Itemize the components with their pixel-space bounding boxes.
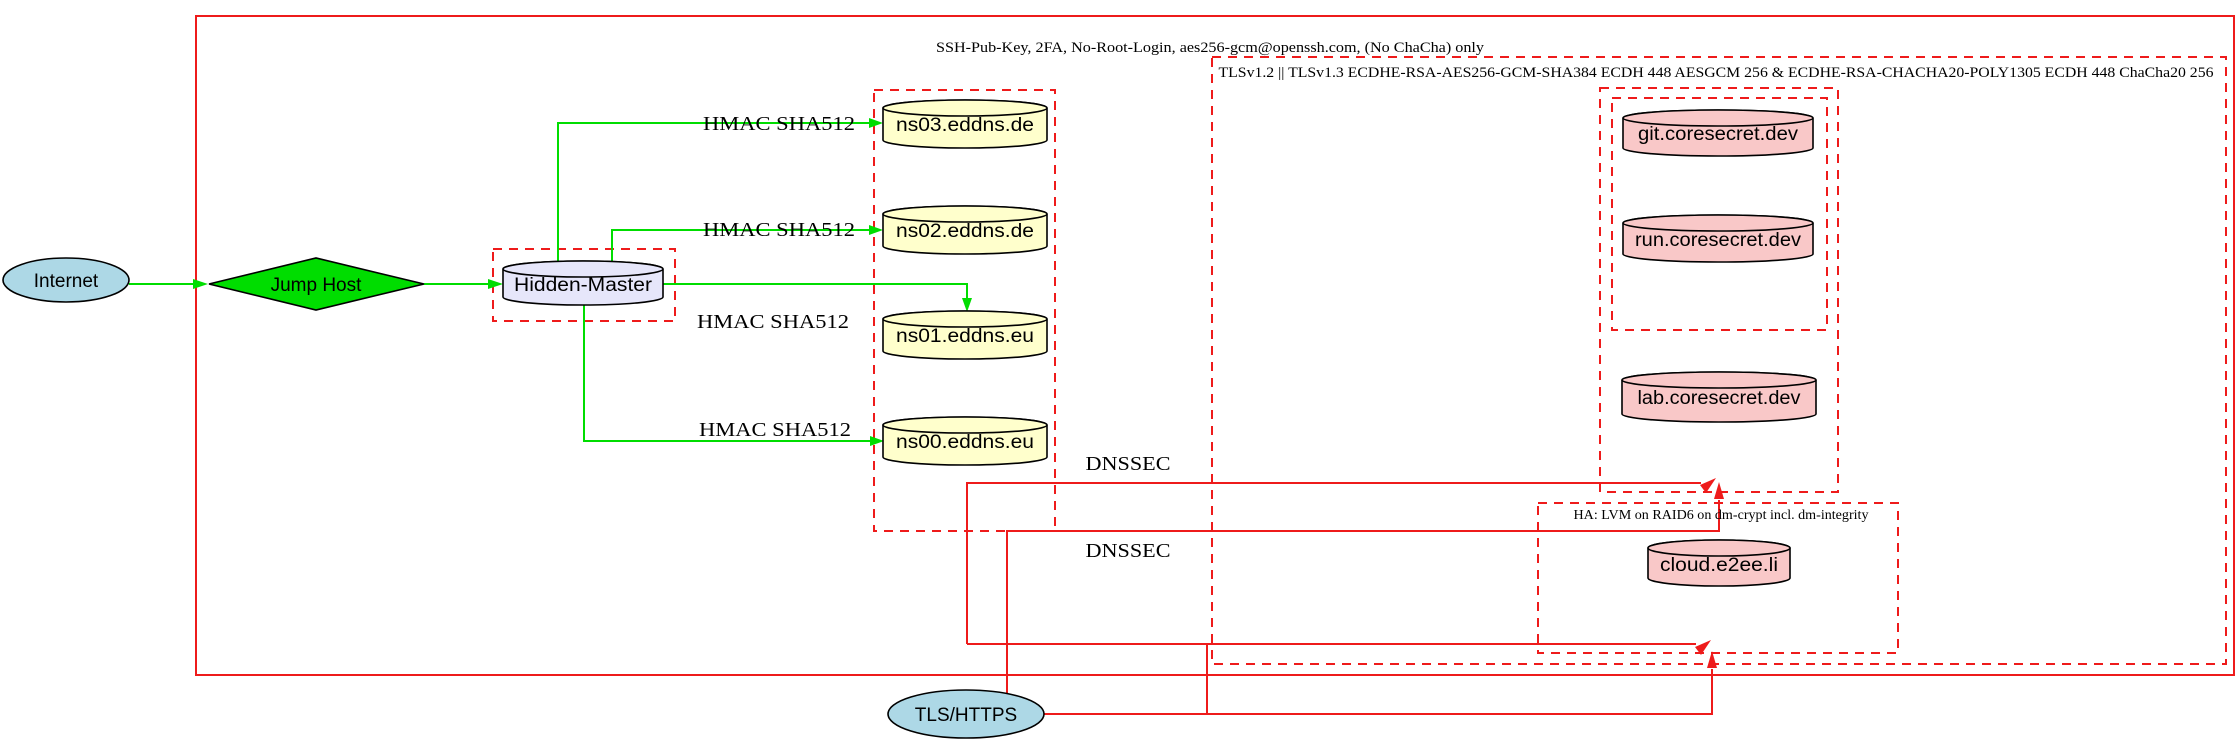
- cloud-label: cloud.e2ee.li: [1660, 555, 1778, 576]
- edge-hiddenmaster-ns00: [583, 305, 871, 442]
- run-cylinder-top: [1622, 214, 1814, 232]
- green-edges: [129, 122, 968, 442]
- edge-label-dnssec-1: DNSSEC: [1086, 453, 1171, 475]
- git-cylinder-top: [1622, 109, 1814, 127]
- ns00-label: ns00.eddns.eu: [896, 432, 1034, 453]
- arrowhead-to-ns03: [869, 118, 883, 128]
- arrowhead-into-coresecret-1: [1700, 478, 1716, 493]
- edge-hiddenmaster-ns01: [663, 283, 968, 299]
- ns02-cylinder-top: [882, 205, 1048, 223]
- ns01-label: ns01.eddns.eu: [896, 326, 1034, 347]
- arrowhead-to-hiddenmaster: [488, 279, 503, 289]
- arrowhead-into-ha-2: [1707, 651, 1717, 668]
- cluster-ssh-label: SSH-Pub-Key, 2FA, No-Root-Login, aes256-…: [936, 40, 1485, 56]
- green-arrowheads: [193, 118, 972, 446]
- edge-hiddenmaster-ns03: [557, 122, 870, 262]
- arrowhead-to-ns00: [870, 436, 884, 446]
- red-edges: [966, 482, 1720, 715]
- lab-cylinder-top: [1621, 371, 1817, 389]
- edge-label-dnssec-2: DNSSEC: [1086, 540, 1171, 562]
- ns02-label: ns02.eddns.de: [896, 221, 1034, 242]
- edge-label-hmac-ns01: HMAC SHA512: [697, 311, 849, 333]
- lab-label: lab.coresecret.dev: [1638, 388, 1802, 409]
- internet-label: Internet: [34, 271, 99, 292]
- ns03-cylinder-top: [882, 99, 1048, 117]
- red-arrowheads: [1695, 478, 1724, 668]
- arrowhead-into-coresecret-2: [1714, 482, 1724, 499]
- hidden-master-cylinder-top: [502, 260, 664, 278]
- edge-label-hmac-ns02: HMAC SHA512: [703, 219, 855, 241]
- hidden-master-node: [502, 260, 664, 306]
- arrowhead-to-ns02: [869, 225, 883, 235]
- cluster-tls-box: [1211, 56, 2227, 665]
- arrowhead-to-ns01: [962, 298, 972, 312]
- arrowhead-to-jumphost: [193, 279, 208, 289]
- edge-hiddenmaster-ns02: [611, 229, 870, 262]
- tls-https-label: TLS/HTTPS: [915, 705, 1017, 726]
- cluster-ha-label: HA: LVM on RAID6 on dm-crypt incl. dm-in…: [1574, 508, 1869, 523]
- ns01-cylinder-top: [882, 310, 1048, 328]
- service-nodes: [1621, 109, 1817, 587]
- git-label: git.coresecret.dev: [1638, 124, 1799, 145]
- ns00-cylinder-top: [882, 416, 1048, 434]
- tls-https-node: [887, 689, 1045, 739]
- edge-tls-to-coresecret: [1006, 500, 1720, 694]
- cloud-cylinder-top: [1647, 539, 1791, 557]
- internet-node: [2, 257, 130, 303]
- ns03-label: ns03.eddns.de: [896, 115, 1034, 136]
- nameserver-nodes: [882, 99, 1048, 466]
- edge-dnssec-to-coresecret: [966, 482, 1701, 644]
- edge-tls-to-ha: [1044, 669, 1713, 715]
- cluster-tls-label: TLSv1.2 || TLSv1.3 ECDHE-RSA-AES256-GCM-…: [1219, 65, 2215, 81]
- jump-host-node: [208, 257, 425, 311]
- hidden-master-label: Hidden-Master: [514, 275, 653, 296]
- cluster-nameservers-box: [873, 89, 1056, 532]
- edge-label-hmac-ns00: HMAC SHA512: [699, 419, 851, 441]
- jump-host-label: Jump Host: [271, 275, 363, 296]
- run-label: run.coresecret.dev: [1635, 230, 1802, 251]
- arrowhead-into-ha-1: [1695, 640, 1711, 655]
- cluster-ssh-box: [195, 15, 2235, 676]
- edge-label-hmac-ns03: HMAC SHA512: [703, 113, 855, 135]
